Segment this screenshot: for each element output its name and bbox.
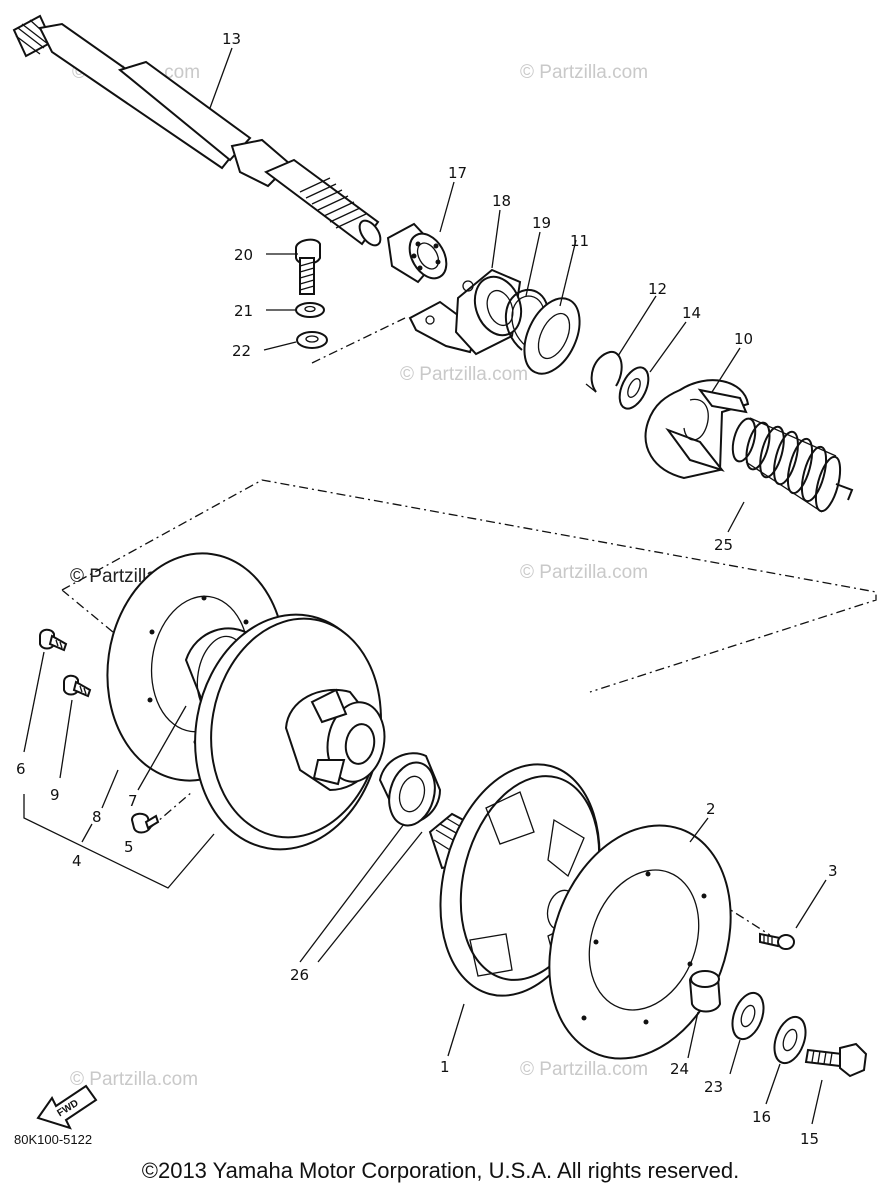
lock-washer	[295, 302, 325, 318]
washer	[618, 366, 650, 410]
callout-4: 4	[72, 852, 82, 870]
callout-8: 8	[92, 808, 102, 826]
screw	[759, 932, 795, 950]
callout-16: 16	[752, 1108, 771, 1126]
bolt	[295, 238, 321, 295]
washer	[773, 1015, 807, 1065]
callout-11: 11	[570, 232, 589, 250]
bearing-holder	[408, 268, 523, 356]
callout-6: 6	[16, 760, 26, 778]
copyright-notice: ©2013 Yamaha Motor Corporation, U.S.A. A…	[141, 1158, 740, 1183]
leader-lines	[23, 47, 827, 1125]
bolt	[130, 812, 160, 834]
circlip	[585, 350, 623, 393]
callout-3: 3	[828, 862, 838, 880]
callout-17: 17	[448, 164, 467, 182]
bolt-guide-line	[149, 791, 193, 829]
callout-14: 14	[682, 304, 701, 322]
watermark: © Partzilla.com	[520, 562, 648, 583]
callout-9: 9	[50, 786, 60, 804]
bearing	[386, 222, 448, 284]
watermark: © Partzilla.com	[400, 364, 528, 385]
watermark: © Partzilla.com	[520, 62, 648, 83]
bolt	[39, 628, 68, 652]
primary-shaft	[12, 14, 382, 247]
collar	[688, 970, 722, 1013]
mount-guide-line	[311, 317, 406, 364]
callout-24: 24	[670, 1060, 689, 1078]
callout-12: 12	[648, 280, 667, 298]
cam	[644, 379, 750, 480]
plate	[548, 824, 732, 1060]
washer	[296, 331, 328, 349]
sliding-sheave	[194, 613, 386, 851]
callout-18: 18	[492, 192, 511, 210]
callout-23: 23	[704, 1078, 723, 1096]
washer	[731, 991, 765, 1041]
diagram-code: 80K100-5122	[14, 1132, 92, 1147]
forward-arrow-icon: FWD	[36, 1084, 98, 1130]
callout-22: 22	[232, 342, 251, 360]
callout-5: 5	[124, 838, 134, 856]
washer	[523, 297, 581, 375]
spring	[731, 417, 854, 513]
watermark: © Partzilla.com	[70, 1069, 198, 1090]
bolt	[63, 674, 92, 698]
callout-26: 26	[290, 966, 309, 984]
callout-21: 21	[234, 302, 253, 320]
callout-10: 10	[734, 330, 753, 348]
callout-labels: 13 17 18 19 11 12 14 10 20 21 22 25 6 9 …	[16, 30, 838, 1148]
callout-13: 13	[222, 30, 241, 48]
callout-1: 1	[440, 1058, 450, 1076]
watermark: © Partzilla.com	[520, 1059, 648, 1080]
spacer	[378, 752, 442, 827]
callout-25: 25	[714, 536, 733, 554]
callout-7: 7	[128, 792, 138, 810]
callout-2: 2	[706, 800, 716, 818]
callout-15: 15	[800, 1130, 819, 1148]
callout-19: 19	[532, 214, 551, 232]
bolt	[804, 1042, 868, 1078]
callout-20: 20	[234, 246, 253, 264]
